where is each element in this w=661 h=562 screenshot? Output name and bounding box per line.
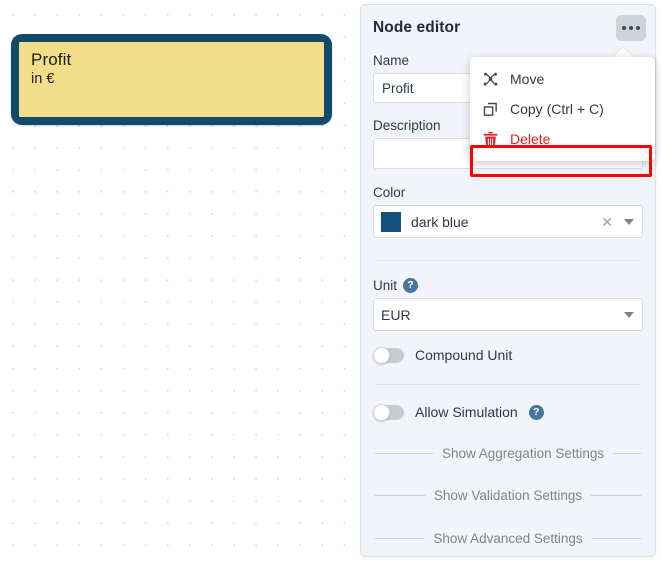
help-icon[interactable]: ? bbox=[403, 278, 419, 293]
trash-icon bbox=[483, 131, 498, 147]
color-swatch bbox=[381, 211, 401, 232]
canvas-node-profit[interactable]: Profit in € bbox=[11, 34, 332, 125]
menu-item-move-label: Move bbox=[510, 71, 545, 87]
close-icon[interactable]: ✕ bbox=[601, 213, 613, 230]
show-validation-settings-label: Show Validation Settings bbox=[433, 488, 583, 503]
compound-unit-label: Compound Unit bbox=[415, 347, 513, 363]
menu-item-delete-label: Delete bbox=[510, 131, 551, 147]
kebab-dot bbox=[636, 26, 640, 30]
divider-line bbox=[591, 538, 642, 539]
name-label: Name bbox=[373, 53, 410, 68]
unit-label: Unit bbox=[373, 278, 398, 293]
menu-item-move[interactable]: Move bbox=[470, 64, 655, 94]
node-context-menu: Move Copy (Ctrl + C) bbox=[470, 48, 655, 177]
help-icon[interactable]: ? bbox=[528, 404, 544, 420]
allow-simulation-toggle[interactable] bbox=[373, 403, 404, 421]
color-select[interactable]: dark blue ✕ bbox=[373, 205, 643, 238]
divider bbox=[376, 384, 640, 385]
color-value: dark blue bbox=[411, 213, 469, 230]
divider-line bbox=[591, 495, 641, 496]
divider-line bbox=[375, 538, 425, 539]
compound-unit-row: Compound Unit bbox=[361, 346, 655, 364]
menu-item-copy-label: Copy (Ctrl + C) bbox=[510, 101, 604, 117]
menu-item-copy[interactable]: Copy (Ctrl + C) bbox=[470, 94, 655, 124]
compound-unit-toggle[interactable] bbox=[373, 346, 404, 364]
context-menu-list: Move Copy (Ctrl + C) bbox=[470, 57, 655, 161]
show-advanced-settings-link[interactable]: Show Advanced Settings bbox=[361, 531, 655, 546]
toggle-knob bbox=[373, 403, 390, 421]
divider-line bbox=[375, 453, 433, 454]
unit-value: EUR bbox=[381, 306, 411, 323]
page-title: Node editor bbox=[373, 19, 461, 36]
move-nodes-icon bbox=[483, 72, 498, 86]
show-validation-settings-link[interactable]: Show Validation Settings bbox=[361, 488, 655, 503]
divider-line bbox=[375, 495, 425, 496]
color-label: Color bbox=[373, 185, 406, 200]
chevron-down-icon[interactable] bbox=[624, 218, 634, 225]
copy-icon bbox=[483, 102, 497, 116]
name-input-value: Profit bbox=[382, 80, 414, 96]
unit-select[interactable]: EUR bbox=[373, 298, 643, 331]
node-body: Profit in € bbox=[19, 42, 324, 117]
unit-label-row: Unit ? bbox=[361, 278, 655, 298]
toggle-knob bbox=[373, 346, 390, 364]
more-horizontal-icon[interactable] bbox=[616, 15, 646, 41]
allow-simulation-row: Allow Simulation ? bbox=[361, 403, 655, 421]
allow-simulation-label: Allow Simulation bbox=[415, 404, 518, 420]
show-aggregation-settings-link[interactable]: Show Aggregation Settings bbox=[361, 446, 655, 461]
show-aggregation-settings-label: Show Aggregation Settings bbox=[442, 446, 605, 461]
node-title: Profit bbox=[31, 50, 72, 69]
node-subtitle: in € bbox=[31, 71, 55, 87]
menu-item-delete[interactable]: Delete bbox=[470, 124, 655, 154]
divider-line bbox=[613, 453, 641, 454]
panel-header: Node editor bbox=[361, 5, 655, 49]
kebab-dot bbox=[629, 26, 633, 30]
divider bbox=[376, 260, 640, 261]
show-advanced-settings-label: Show Advanced Settings bbox=[433, 531, 583, 546]
kebab-dot bbox=[622, 26, 626, 30]
description-label: Description bbox=[373, 118, 441, 133]
chevron-down-icon[interactable] bbox=[624, 311, 634, 318]
menu-arrow bbox=[612, 48, 634, 58]
